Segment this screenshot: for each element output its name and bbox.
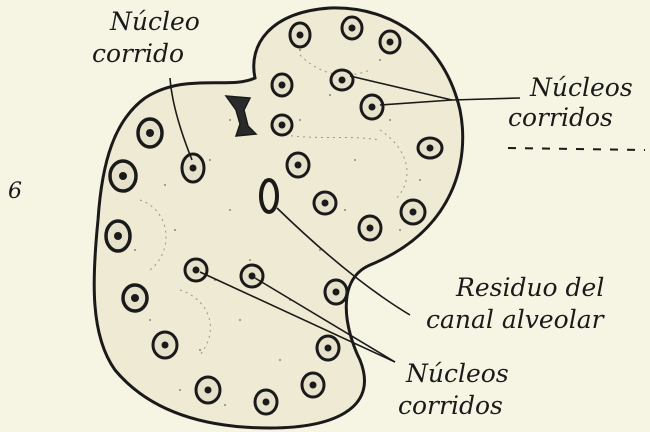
nucleus [196,377,220,403]
label-residuo-line1: Residuo del [456,274,604,301]
nucleus [331,70,353,90]
label-nucleo-corrido-line2: corrido [92,40,184,67]
label-nucleos-corridos-bottom-line1: Núcleos [406,360,509,387]
nucleus [123,285,147,311]
nucleus [418,138,442,158]
nucleus [182,154,204,182]
leader-dashed [508,148,645,150]
nucleus [302,373,324,397]
nucleus [359,216,381,240]
nucleus [342,17,362,39]
nucleus [361,95,383,119]
nucleus [287,153,309,177]
label-nucleos-corridos-top-line1: Núcleos [530,74,633,101]
nucleus [325,280,347,304]
label-nucleos-corridos-bottom-line2: corridos [398,392,503,419]
label-nucleo-corrido-line1: Núcleo [110,8,200,35]
label-nucleos-corridos-top-line2: corridos [508,104,613,131]
nucleus [153,332,177,358]
nucleus [138,119,162,147]
nucleus [272,74,292,96]
nucleus [272,115,292,135]
nucleus [290,23,310,47]
label-residuo-line2: canal alveolar [426,306,604,333]
nucleus [110,161,136,191]
nucleus [241,265,263,287]
nucleus [106,221,130,251]
figure-number: 6 [8,178,22,205]
nucleus [317,336,339,360]
leader-top-right-c [452,98,520,100]
nucleus [401,200,425,224]
nucleus [380,31,400,53]
nucleus [314,192,336,214]
nucleus [255,390,277,414]
canal-residue-ring [261,180,277,212]
nucleus [185,259,207,281]
